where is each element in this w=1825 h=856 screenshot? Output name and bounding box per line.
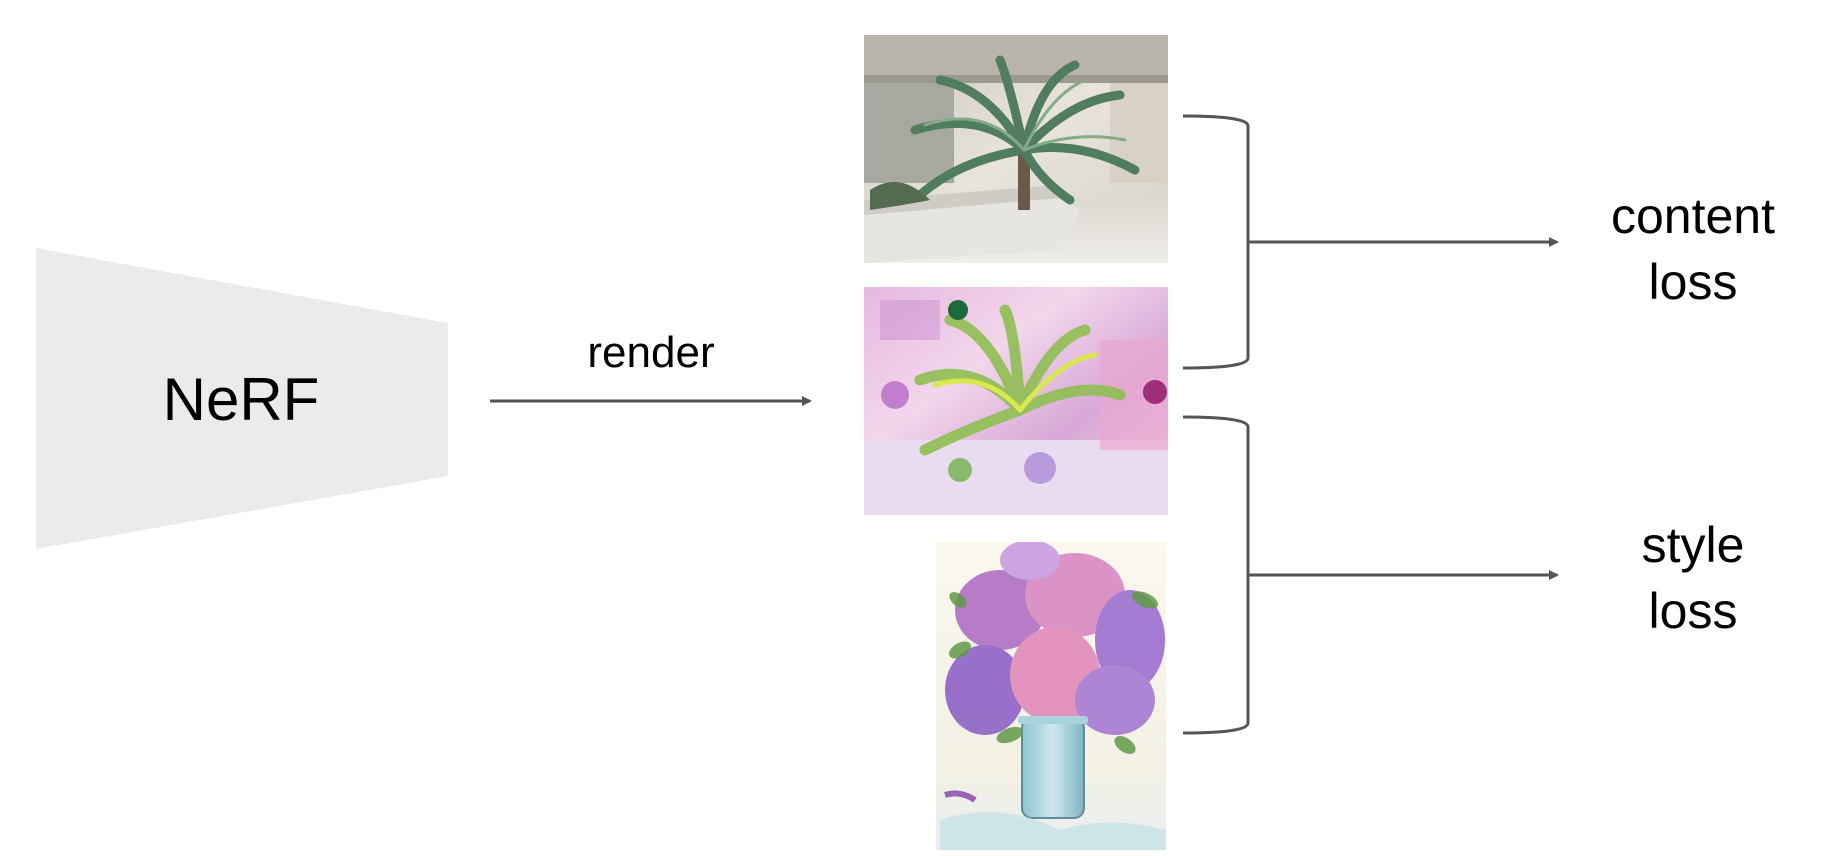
nerf-model-block: NeRF [36,248,448,549]
render-arrow-group: render [490,328,812,406]
render-label: render [587,328,714,377]
content-photo [864,35,1168,263]
content-loss-label: content loss [1611,188,1775,310]
content-loss-line1: content [1611,188,1775,244]
content-bracket [1182,114,1250,370]
style-loss-label: style loss [1642,517,1745,639]
stylized-render [864,287,1168,515]
style-bracket [1182,415,1250,735]
style-loss-line2: loss [1649,583,1738,639]
style-painting [936,542,1166,850]
content-loss-line2: loss [1649,254,1738,310]
nerf-label: NeRF [163,366,320,433]
style-loss-line1: style [1642,517,1745,573]
nerf-trapezoid-shape [36,248,448,549]
content-loss-connector [1182,114,1559,370]
style-loss-connector [1182,415,1559,735]
